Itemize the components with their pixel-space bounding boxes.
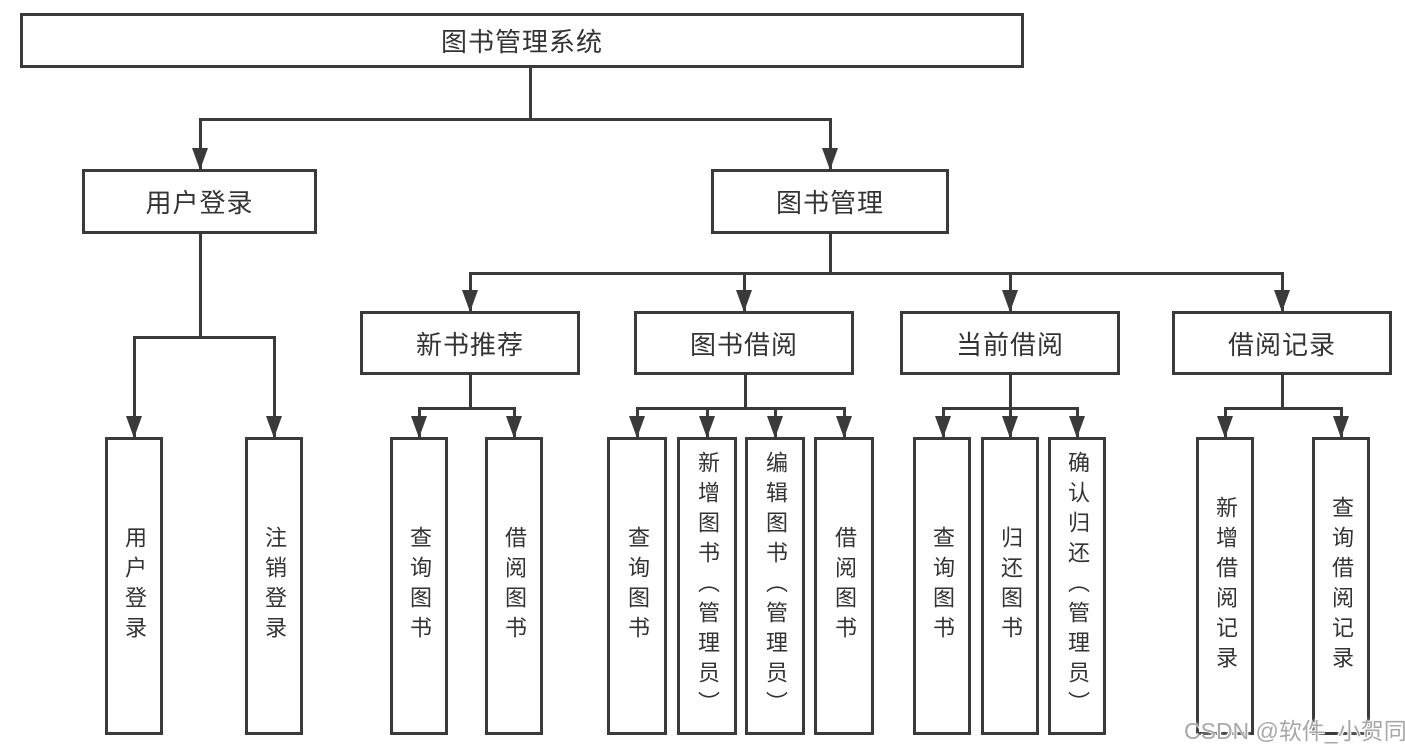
arrow-down-icon	[1002, 416, 1018, 438]
node-return-books: 归还图书	[981, 437, 1039, 735]
connector-line	[636, 407, 846, 410]
node-label: 归还图书	[998, 526, 1023, 646]
connector-line	[829, 234, 832, 274]
node-add-books-admin: 新增图书（管理员）	[677, 437, 737, 735]
node-label: 图书管理	[775, 188, 884, 218]
connector-line	[199, 234, 202, 339]
connector-line	[744, 375, 747, 410]
connector-line	[529, 67, 532, 120]
node-label: 确认归还（管理员）	[1065, 451, 1090, 721]
node-current-borrowing: 当前借阅	[900, 311, 1120, 375]
watermark: CSDN @软件_小贺同学	[1184, 718, 1405, 744]
arrow-down-icon	[935, 416, 951, 438]
arrow-down-icon	[1002, 290, 1018, 312]
node-new-book-recommendation: 新书推荐	[360, 311, 580, 375]
connector-line	[418, 407, 516, 410]
connector-line	[199, 118, 832, 121]
node-label: 当前借阅	[955, 329, 1064, 360]
arrow-down-icon	[1069, 416, 1085, 438]
arrow-down-icon	[736, 290, 752, 312]
node-label: 借阅记录	[1227, 329, 1336, 360]
arrow-down-icon	[1274, 290, 1290, 312]
node-label: 查询借阅记录	[1329, 496, 1354, 676]
connector-line	[199, 118, 202, 170]
node-user-login-action: 用户登录	[105, 437, 163, 735]
node-label: 查询图书	[625, 526, 650, 646]
connector-line	[829, 118, 832, 170]
node-borrowing-records: 借阅记录	[1172, 311, 1392, 375]
node-label: 查询图书	[930, 526, 955, 646]
node-label: 新增图书（管理员）	[695, 451, 720, 721]
node-label: 借阅图书	[832, 526, 857, 646]
node-query-books-recommend: 查询图书	[390, 437, 448, 735]
node-query-books-borrowing: 查询图书	[607, 437, 667, 735]
node-label: 借阅图书	[502, 526, 527, 646]
arrow-down-icon	[266, 416, 282, 438]
node-add-borrow-record: 新增借阅记录	[1196, 437, 1254, 735]
connector-line	[1009, 375, 1012, 410]
arrow-down-icon	[1217, 416, 1233, 438]
arrow-down-icon	[462, 290, 478, 312]
arrow-down-icon	[836, 416, 852, 438]
arrow-down-icon	[767, 416, 783, 438]
connector-line	[133, 336, 136, 437]
connector-line	[1224, 407, 1343, 410]
node-borrow-books-recommend: 借阅图书	[485, 437, 543, 735]
arrow-down-icon	[192, 148, 208, 170]
arrow-down-icon	[1333, 416, 1349, 438]
arrow-down-icon	[822, 148, 838, 170]
node-book-management: 图书管理	[711, 169, 949, 234]
connector-line	[469, 375, 472, 410]
node-label: 用户登录	[122, 526, 147, 646]
arrow-down-icon	[126, 416, 142, 438]
arrow-down-icon	[699, 416, 715, 438]
node-label: 图书借阅	[689, 329, 798, 360]
arrow-down-icon	[411, 416, 427, 438]
node-query-books-current: 查询图书	[913, 437, 971, 735]
node-borrow-books-borrowing: 借阅图书	[814, 437, 874, 735]
node-label: 查询图书	[407, 526, 432, 646]
connector-line	[469, 272, 1284, 275]
arrow-down-icon	[629, 416, 645, 438]
node-user-login: 用户登录	[82, 169, 317, 234]
node-logout: 注销登录	[245, 437, 303, 735]
node-label: 用户登录	[145, 188, 254, 218]
node-label: 新增借阅记录	[1213, 496, 1238, 676]
node-edit-books-admin: 编辑图书（管理员）	[745, 437, 805, 735]
node-label: 新书推荐	[415, 329, 524, 360]
connector-line	[1281, 375, 1284, 410]
node-label: 图书管理系统	[440, 27, 603, 57]
node-library-management-system: 图书管理系统	[20, 13, 1024, 68]
node-book-borrowing: 图书借阅	[634, 311, 854, 375]
node-label: 编辑图书（管理员）	[763, 451, 788, 721]
arrow-down-icon	[506, 416, 522, 438]
node-label: 注销登录	[262, 526, 287, 646]
node-confirm-return-admin: 确认归还（管理员）	[1048, 437, 1106, 735]
connector-line	[133, 336, 276, 339]
connector-line	[273, 336, 276, 437]
node-query-borrow-record: 查询借阅记录	[1312, 437, 1370, 735]
